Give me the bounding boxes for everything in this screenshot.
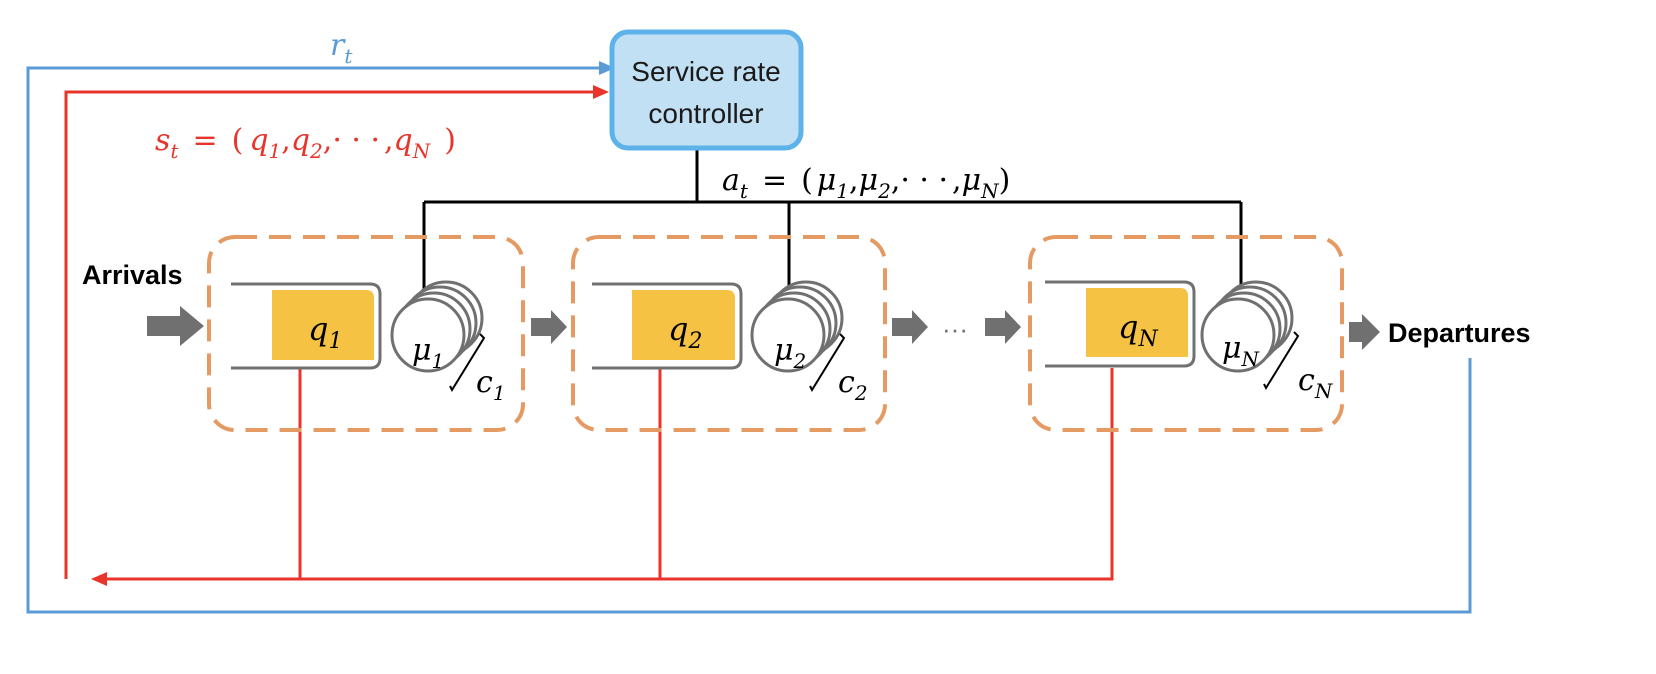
controller-label-line1: Service rate [631, 56, 780, 87]
server-N [1200, 280, 1294, 373]
arrivals-label: Arrivals [82, 260, 183, 290]
ellipsis: ··· [942, 314, 968, 344]
station-1: q1 μ1 c1 [207, 235, 525, 432]
state-feedback-line [300, 368, 1114, 581]
server-1 [390, 280, 484, 373]
flow-arrow-ellipsis-N [985, 310, 1021, 344]
flow-arrow-2-ellipsis [892, 310, 928, 344]
station-2: q2 μ2 c2 [571, 235, 887, 432]
service-rate-controller: Service rate controller [609, 29, 804, 151]
queue-N-fill [1086, 288, 1188, 357]
station-N: qN μN cN [1028, 235, 1344, 432]
queue-1-buffer [231, 282, 382, 370]
queue-N-label: qN [1118, 308, 1158, 352]
server-N-label: μN [1222, 331, 1261, 371]
server-N-count-label: cN [1298, 363, 1334, 403]
queue-2-label: q2 [668, 310, 702, 354]
queue-2-buffer [592, 282, 743, 370]
server-N-count-bracket [1263, 331, 1300, 391]
queue-1-label: q1 [308, 310, 342, 354]
server-2-label: μ2 [774, 333, 806, 373]
queue-1-fill [272, 290, 374, 360]
station-N-border [1028, 235, 1344, 432]
server-2-count-bracket [809, 333, 846, 393]
controller-label-line2: controller [648, 98, 763, 129]
queue-N-buffer [1045, 280, 1196, 368]
departures-flow-arrow [1349, 314, 1380, 350]
arrivals-flow-arrow [147, 306, 204, 346]
server-1-label: μ1 [412, 333, 444, 373]
action-label: at=(μ1,μ2,· · ·,μN) [722, 163, 1010, 203]
queue-2-fill [632, 290, 735, 360]
state-to-controller-line [64, 85, 609, 579]
station-2-border [571, 235, 887, 432]
reward-label: rt [330, 28, 353, 68]
server-1-count-bracket [449, 333, 486, 393]
server-2 [750, 280, 844, 373]
reward-feedback-line [26, 61, 1472, 614]
departures-label: Departures [1388, 318, 1531, 348]
server-2-count-label: c2 [838, 365, 868, 405]
state-label: st=(q1,q2,· · ·,qN) [155, 123, 456, 163]
server-1-count-label: c1 [476, 365, 506, 405]
station-1-border [207, 235, 525, 432]
flow-arrow-1-2 [531, 310, 567, 344]
